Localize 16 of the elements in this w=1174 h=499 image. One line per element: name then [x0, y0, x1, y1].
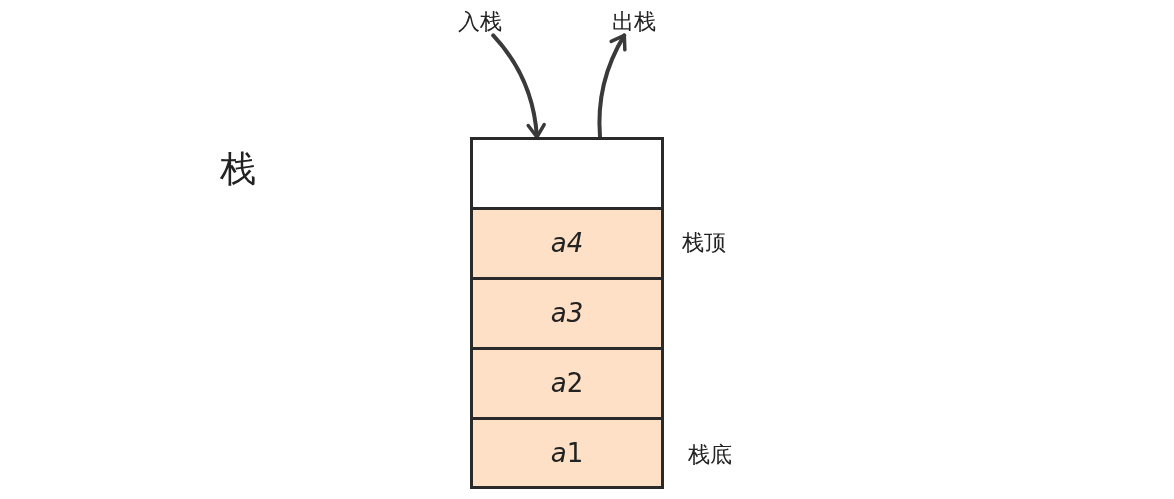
element-label: a4 [550, 229, 584, 258]
element-label: a3 [550, 299, 584, 328]
curved-arrow [597, 33, 627, 139]
element-label: a2 [550, 369, 584, 398]
element-label: a1 [550, 438, 584, 468]
stack-slot [470, 207, 664, 280]
stack-slot [470, 277, 664, 350]
empty-stack-slot [470, 137, 664, 210]
stack-slot [470, 347, 664, 420]
operation-label: 入栈 [458, 10, 502, 35]
operation-label: 出栈 [612, 10, 656, 35]
stack-slot [470, 417, 664, 489]
diagram-title: 栈 [220, 149, 256, 189]
curved-arrow [491, 33, 546, 139]
side-label: 栈底 [688, 443, 732, 468]
side-label: 栈顶 [682, 231, 726, 256]
